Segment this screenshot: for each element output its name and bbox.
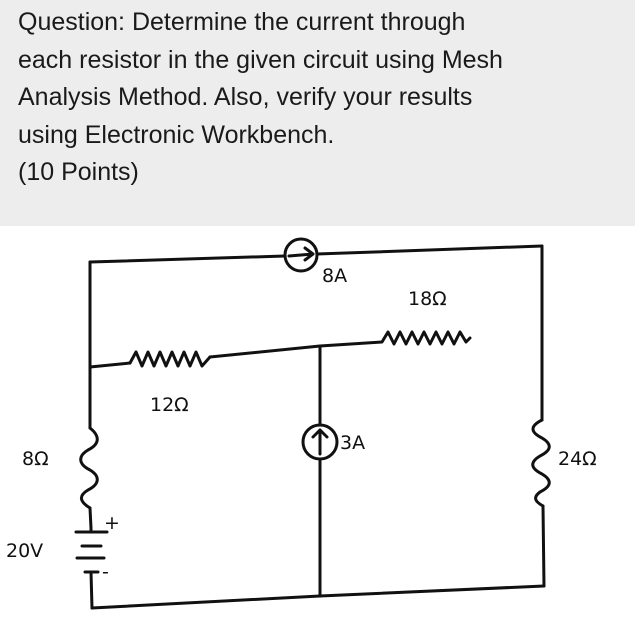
circuit-diagram-area [0,226,635,617]
bottom-wire [90,584,546,610]
current-source-8a-circle [283,237,319,273]
question-text: Question: Determine the current through … [18,4,618,192]
battery-lead-bottom [89,570,94,610]
label-20v: 20V [6,540,43,562]
resistor-24-ohm [531,418,551,508]
question-line-5: (10 Points) [18,158,139,186]
label-24-ohm: 24Ω [558,448,597,470]
label-3a: 3A [340,432,365,454]
resistor-18-ohm [318,330,472,348]
label-8a: 8A [322,265,347,287]
question-panel: Question: Determine the current through … [0,0,635,226]
question-line-1: Question: Determine the current through [18,8,466,36]
left-wire-lower [88,506,93,530]
middle-center-wire [208,344,322,359]
label-minus: - [102,561,109,583]
resistor-12-ohm [128,350,212,368]
resistor-8-ohm [79,426,99,510]
voltage-source-20v [74,526,109,610]
label-plus: + [104,512,120,534]
label-18-ohm: 18Ω [408,288,447,310]
top-wire [88,244,544,264]
arrow-up-icon [311,428,329,456]
question-line-2: each resistor in the given circuit using… [18,45,503,74]
question-line-4: using Electronic Workbench. [18,120,335,149]
question-line-3: Analysis Method. Also, verify your resul… [18,83,473,111]
middle-left-wire [88,361,132,369]
label-12-ohm: 12Ω [150,394,189,416]
arrow-right-icon [287,246,315,262]
current-source-3a [301,423,339,461]
right-wire-lower [541,504,546,588]
label-8-ohm: 8Ω [22,448,49,470]
current-source-8a [283,237,319,273]
